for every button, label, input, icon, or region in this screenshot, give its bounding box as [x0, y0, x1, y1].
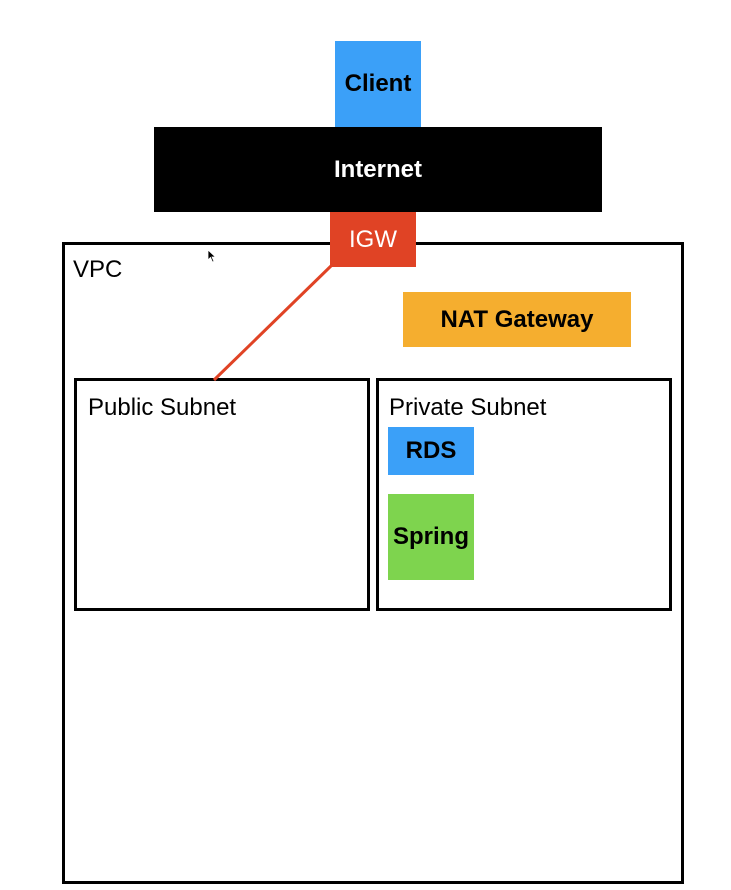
nat-gateway-node: NAT Gateway	[403, 292, 631, 347]
client-node: Client	[335, 41, 421, 127]
private-subnet-label: Private Subnet	[389, 394, 547, 421]
rds-node: RDS	[388, 427, 474, 475]
public-subnet-label: Public Subnet	[88, 394, 237, 421]
spring-node: Spring	[388, 494, 474, 580]
internet-node: Internet	[154, 127, 602, 212]
igw-node: IGW	[330, 212, 416, 267]
mouse-pointer-icon	[207, 249, 217, 268]
vpc-label: VPC	[73, 256, 123, 283]
